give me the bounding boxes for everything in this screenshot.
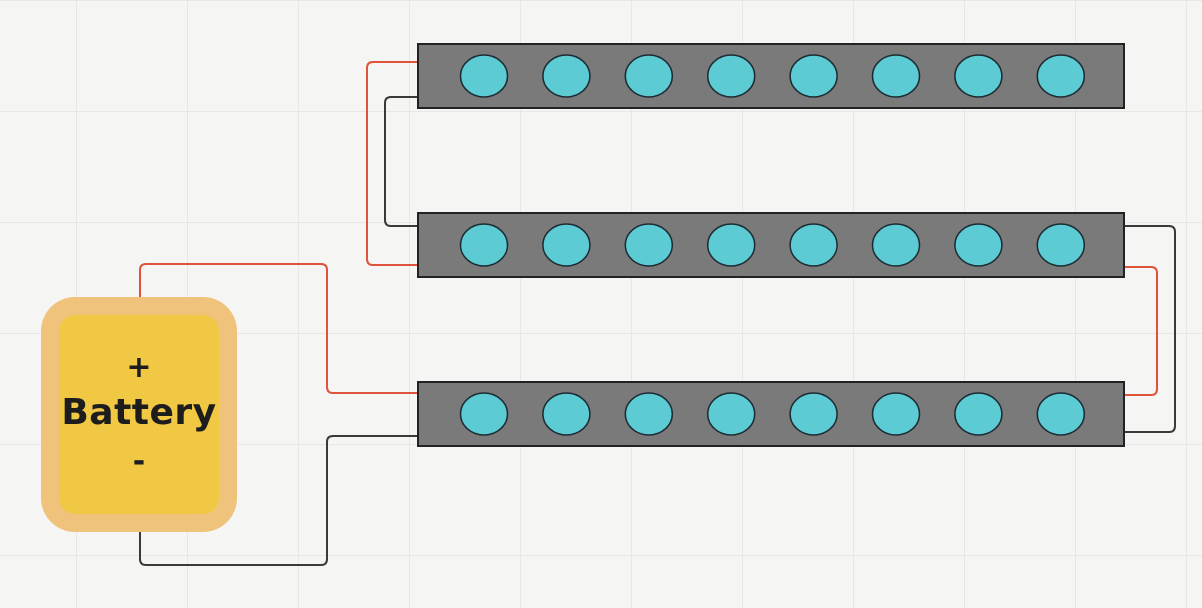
led (871, 392, 921, 436)
led (459, 392, 509, 436)
wire-battery-positive (139, 263, 418, 394)
battery-negative-terminal: - (132, 443, 146, 479)
led-strips (417, 43, 1125, 447)
led (542, 54, 591, 98)
wire-right-negative (1124, 225, 1176, 433)
led (542, 392, 591, 436)
led (954, 54, 1003, 98)
led-strip-body (417, 381, 1125, 447)
battery-body: + Battery - (59, 315, 219, 514)
led (624, 223, 674, 267)
led (706, 223, 756, 267)
led (871, 54, 921, 98)
led (706, 54, 756, 98)
led (954, 392, 1003, 436)
wire-battery-negative (139, 435, 418, 566)
led (624, 54, 674, 98)
battery: + Battery - (41, 297, 237, 532)
led (1036, 392, 1086, 436)
led-strip-bottom (417, 381, 1125, 447)
led (789, 54, 838, 98)
led (954, 223, 1003, 267)
battery-positive-terminal: + (126, 349, 152, 385)
led (624, 392, 674, 436)
led (789, 392, 838, 436)
led-strip-middle (417, 212, 1125, 278)
wire-left-negative (384, 96, 418, 227)
led-strip-body (417, 43, 1125, 109)
wires (139, 61, 1176, 566)
led (459, 223, 509, 267)
wire-left-positive (366, 61, 418, 266)
wire-right-positive (1124, 266, 1158, 396)
led (706, 392, 756, 436)
led-strip-top (417, 43, 1125, 109)
led-strip-body (417, 212, 1125, 278)
led (871, 223, 921, 267)
battery-label: Battery (61, 391, 217, 433)
led (542, 223, 591, 267)
led (789, 223, 838, 267)
led (1036, 223, 1086, 267)
led (459, 54, 509, 98)
led (1036, 54, 1086, 98)
